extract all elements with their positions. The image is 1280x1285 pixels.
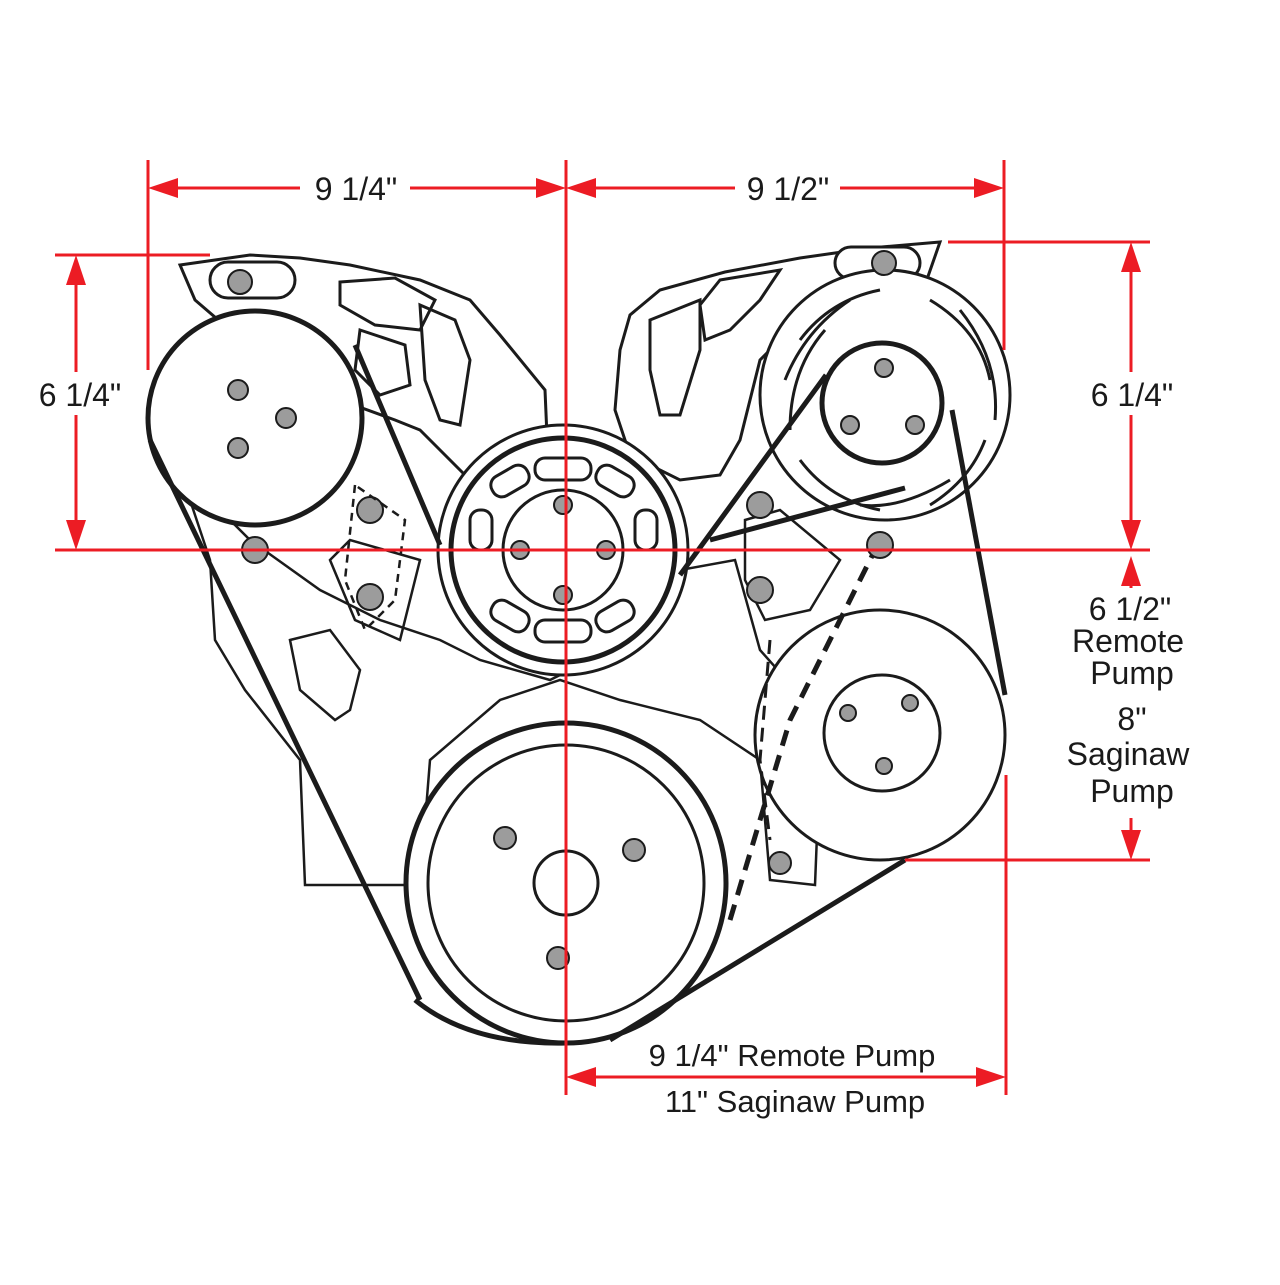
label-right-lower-remote: 6 1/2" Remote Pump — [1072, 591, 1184, 691]
label-saginaw-word: Saginaw — [1067, 736, 1191, 772]
bolt — [901, 694, 919, 712]
bolt — [839, 704, 857, 722]
label-bottom-remote: 9 1/4" Remote Pump — [649, 1038, 936, 1073]
label-right-height: 6 1/4" — [1091, 377, 1174, 413]
left-accessory-pulley — [145, 308, 365, 528]
belt-dashed — [727, 538, 883, 921]
label-remote-word: Remote — [1072, 623, 1184, 659]
label-saginaw-size: 8" — [1117, 701, 1146, 737]
label-saginaw-pump: Pump — [1090, 773, 1174, 809]
alternator — [758, 268, 1012, 522]
serpentine-belt — [147, 344, 1008, 1046]
bolt — [227, 437, 249, 459]
bolt — [840, 415, 860, 435]
label-bottom-saginaw: 11" Saginaw Pump — [665, 1084, 925, 1119]
bolt — [622, 838, 646, 862]
bolt — [227, 379, 249, 401]
bolt — [905, 415, 925, 435]
bolt — [874, 358, 894, 378]
label-top-right-width: 9 1/2" — [747, 171, 830, 207]
bolt — [493, 826, 517, 850]
bolt — [875, 757, 893, 775]
bolt — [553, 495, 573, 515]
bolt — [275, 407, 297, 429]
label-remote-pump: Pump — [1090, 655, 1174, 691]
dimension-lines — [55, 160, 1150, 1095]
label-right-lower-saginaw: 8" Saginaw Pump — [1067, 701, 1191, 809]
label-top-left-width: 9 1/4" — [315, 171, 398, 207]
bolt — [553, 585, 573, 605]
power-steering-pulley — [753, 608, 1007, 862]
bolt — [546, 946, 570, 970]
label-left-height: 6 1/4" — [39, 377, 122, 413]
label-remote-size: 6 1/2" — [1089, 591, 1172, 627]
